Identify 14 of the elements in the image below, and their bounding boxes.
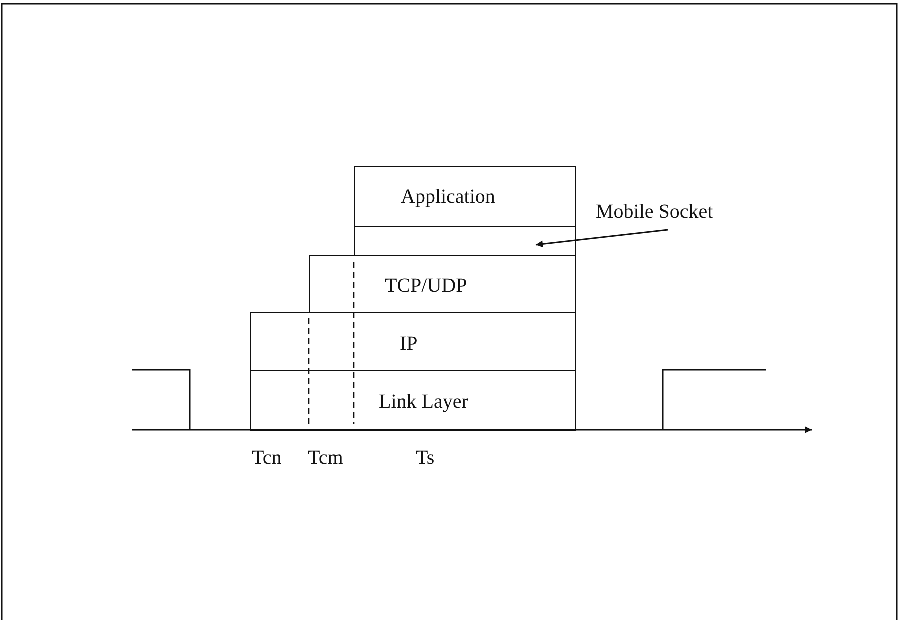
time-label: Ts bbox=[416, 448, 435, 468]
layer-box bbox=[354, 226, 576, 256]
layer-box bbox=[250, 370, 576, 431]
leader-arrow bbox=[536, 229, 668, 248]
callout-label: Mobile Socket bbox=[596, 202, 714, 222]
time-label: Tcn bbox=[252, 448, 282, 468]
time-label: Tcm bbox=[308, 448, 344, 468]
layer-label: TCP/UDP bbox=[385, 276, 468, 296]
layer-box bbox=[250, 312, 576, 371]
layer-label: IP bbox=[400, 334, 418, 354]
layer-label: Application bbox=[401, 187, 496, 207]
layer-box bbox=[354, 166, 576, 227]
layer-label: Link Layer bbox=[379, 392, 468, 412]
layer-box bbox=[309, 255, 576, 313]
